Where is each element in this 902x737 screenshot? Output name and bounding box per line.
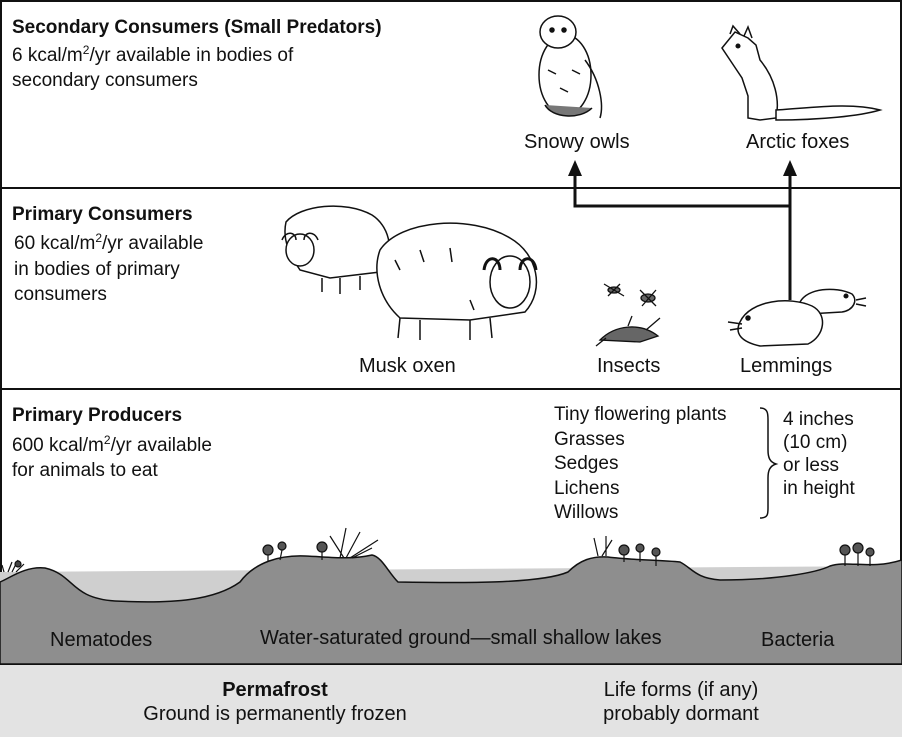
label-lemmings: Lemmings — [740, 355, 833, 377]
secondary-energy-line1: 6 kcal/m2/yr available in bodies of — [12, 43, 293, 68]
insects-illustration — [595, 283, 661, 347]
primary-consumers-energy-line3: consumers — [14, 284, 107, 305]
height-note-line: or less — [783, 455, 839, 476]
arrow-to-owls — [573, 172, 790, 208]
label-arctic-foxes: Arctic foxes — [746, 131, 850, 153]
producers-energy-sup: 2 — [103, 433, 111, 447]
plant-item: Sedges — [554, 453, 619, 474]
secondary-energy-suffix: /yr available in bodies of — [89, 45, 294, 66]
plant-cluster-left — [1, 559, 25, 573]
lemmings-illustration — [727, 288, 867, 347]
arrowhead-foxes — [783, 160, 797, 176]
producers-energy-prefix: 600 kcal/m — [12, 435, 104, 456]
height-note-line: 4 inches — [783, 409, 854, 430]
label-snowy-owls: Snowy owls — [524, 131, 630, 153]
primary-consumers-energy-suffix: /yr available — [102, 233, 204, 254]
label-bacteria: Bacteria — [761, 629, 835, 651]
secondary-energy-line2: secondary consumers — [12, 70, 198, 91]
plant-item: Willows — [554, 502, 619, 523]
primary-consumers-energy-line1: 60 kcal/m2/yr available — [14, 231, 203, 256]
snowy-owl-illustration — [538, 15, 603, 119]
label-musk-oxen: Musk oxen — [359, 355, 456, 377]
producers-energy-line2: for animals to eat — [12, 460, 158, 481]
permafrost-title: Permafrost — [222, 679, 328, 701]
primary-consumers-energy-prefix: 60 kcal/m — [14, 233, 96, 254]
arrowhead-owls — [568, 160, 582, 176]
plant-cluster-right — [593, 536, 875, 566]
plant-list: Tiny flowering plants Grasses Sedges Lic… — [554, 403, 726, 526]
plant-cluster-middle — [262, 527, 379, 562]
arctic-fox-illustration — [721, 24, 883, 121]
plant-item: Grasses — [554, 428, 625, 450]
height-note-line: (10 cm) — [783, 432, 848, 453]
label-insects: Insects — [597, 355, 661, 377]
height-note-line: in height — [783, 478, 855, 499]
label-nematodes: Nematodes — [50, 629, 153, 651]
plant-item: Tiny flowering plants — [554, 404, 727, 425]
secondary-title: Secondary Consumers (Small Predators) — [12, 17, 382, 38]
primary-consumers-energy-sup: 2 — [95, 231, 102, 245]
primary-consumers-title: Primary Consumers — [12, 204, 193, 225]
primary-consumers-energy-line2: in bodies of primary — [14, 259, 180, 280]
permafrost-note-line1: Life forms (if any) — [603, 679, 759, 701]
height-note: 4 inches (10 cm) or less in height — [783, 408, 855, 500]
height-brace — [759, 407, 779, 519]
producers-energy-line1: 600 kcal/m2/yr available — [12, 433, 212, 458]
permafrost-note-line2: probably dormant — [603, 703, 759, 725]
permafrost-subtitle: Ground is permanently frozen — [143, 703, 407, 725]
ground-profile — [0, 554, 902, 665]
musk-ox-large-illustration — [376, 222, 538, 340]
producers-title: Primary Producers — [12, 405, 183, 426]
producers-energy-suffix: /yr available — [110, 435, 212, 456]
label-water-saturated-ground: Water-saturated ground—small shallow lak… — [260, 627, 662, 649]
musk-ox-small-illustration — [281, 205, 391, 294]
plant-item: Lichens — [554, 477, 620, 499]
food-chain-arrows — [573, 172, 792, 300]
secondary-energy-prefix: 6 kcal/m — [12, 45, 83, 66]
secondary-energy-sup: 2 — [82, 43, 90, 57]
permafrost-band — [0, 664, 902, 737]
